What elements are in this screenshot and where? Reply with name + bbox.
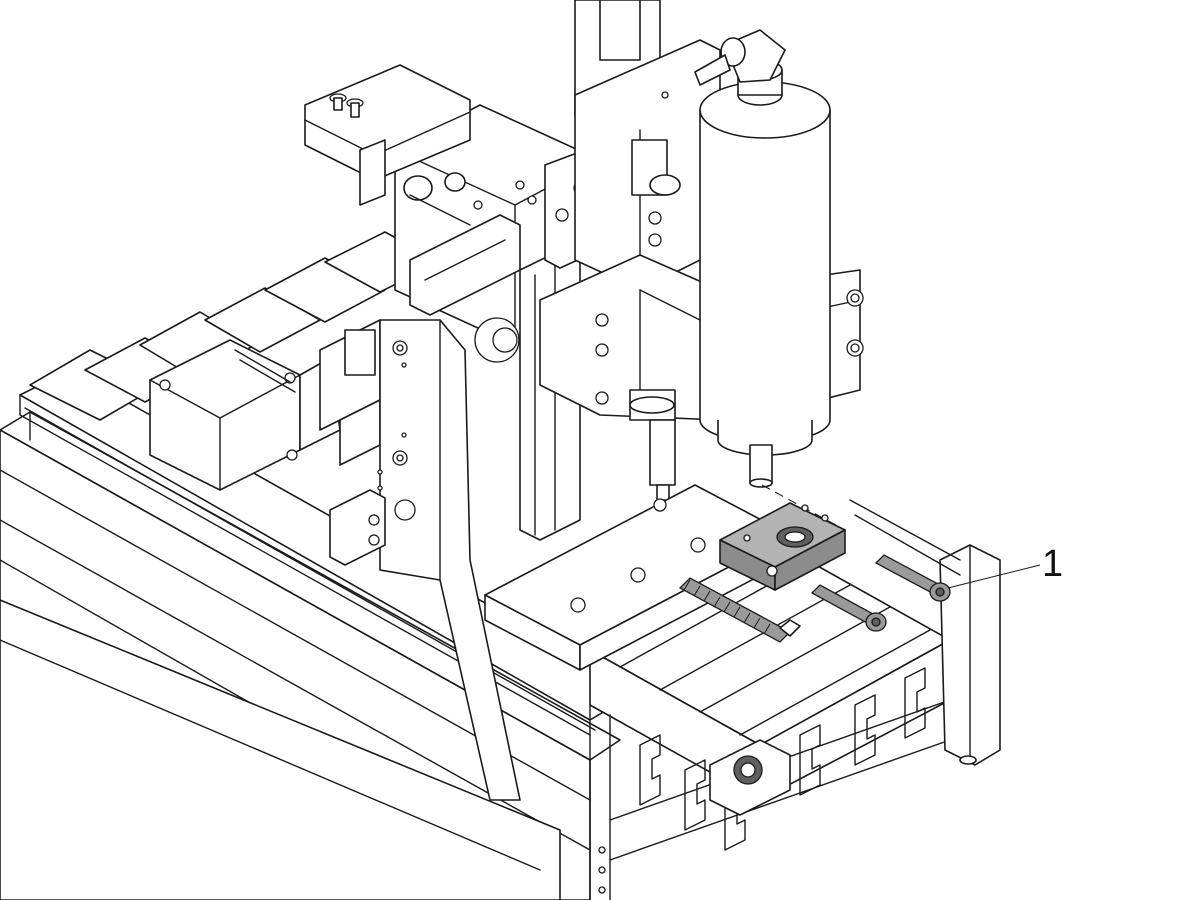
gantry-side-plate-left [377, 319, 521, 801]
end-plate-right [849, 499, 1001, 766]
cable-bracket [304, 64, 471, 206]
highlighted-clamp-block [719, 502, 846, 591]
cable-clip [403, 172, 471, 226]
threaded-rod [678, 577, 801, 643]
spindle-bearing-block [709, 739, 791, 816]
rail-clamp-block [329, 489, 386, 566]
cap-screw [874, 554, 951, 602]
callout-1: 1 [947, 543, 1063, 589]
air-fitting [694, 29, 786, 86]
motor-coupling [319, 319, 381, 466]
callout-leader [947, 564, 1041, 589]
tool-probe [629, 389, 676, 507]
spindle-motor [699, 59, 831, 488]
callout-number: 1 [1042, 543, 1063, 585]
cap-screw [810, 584, 887, 632]
